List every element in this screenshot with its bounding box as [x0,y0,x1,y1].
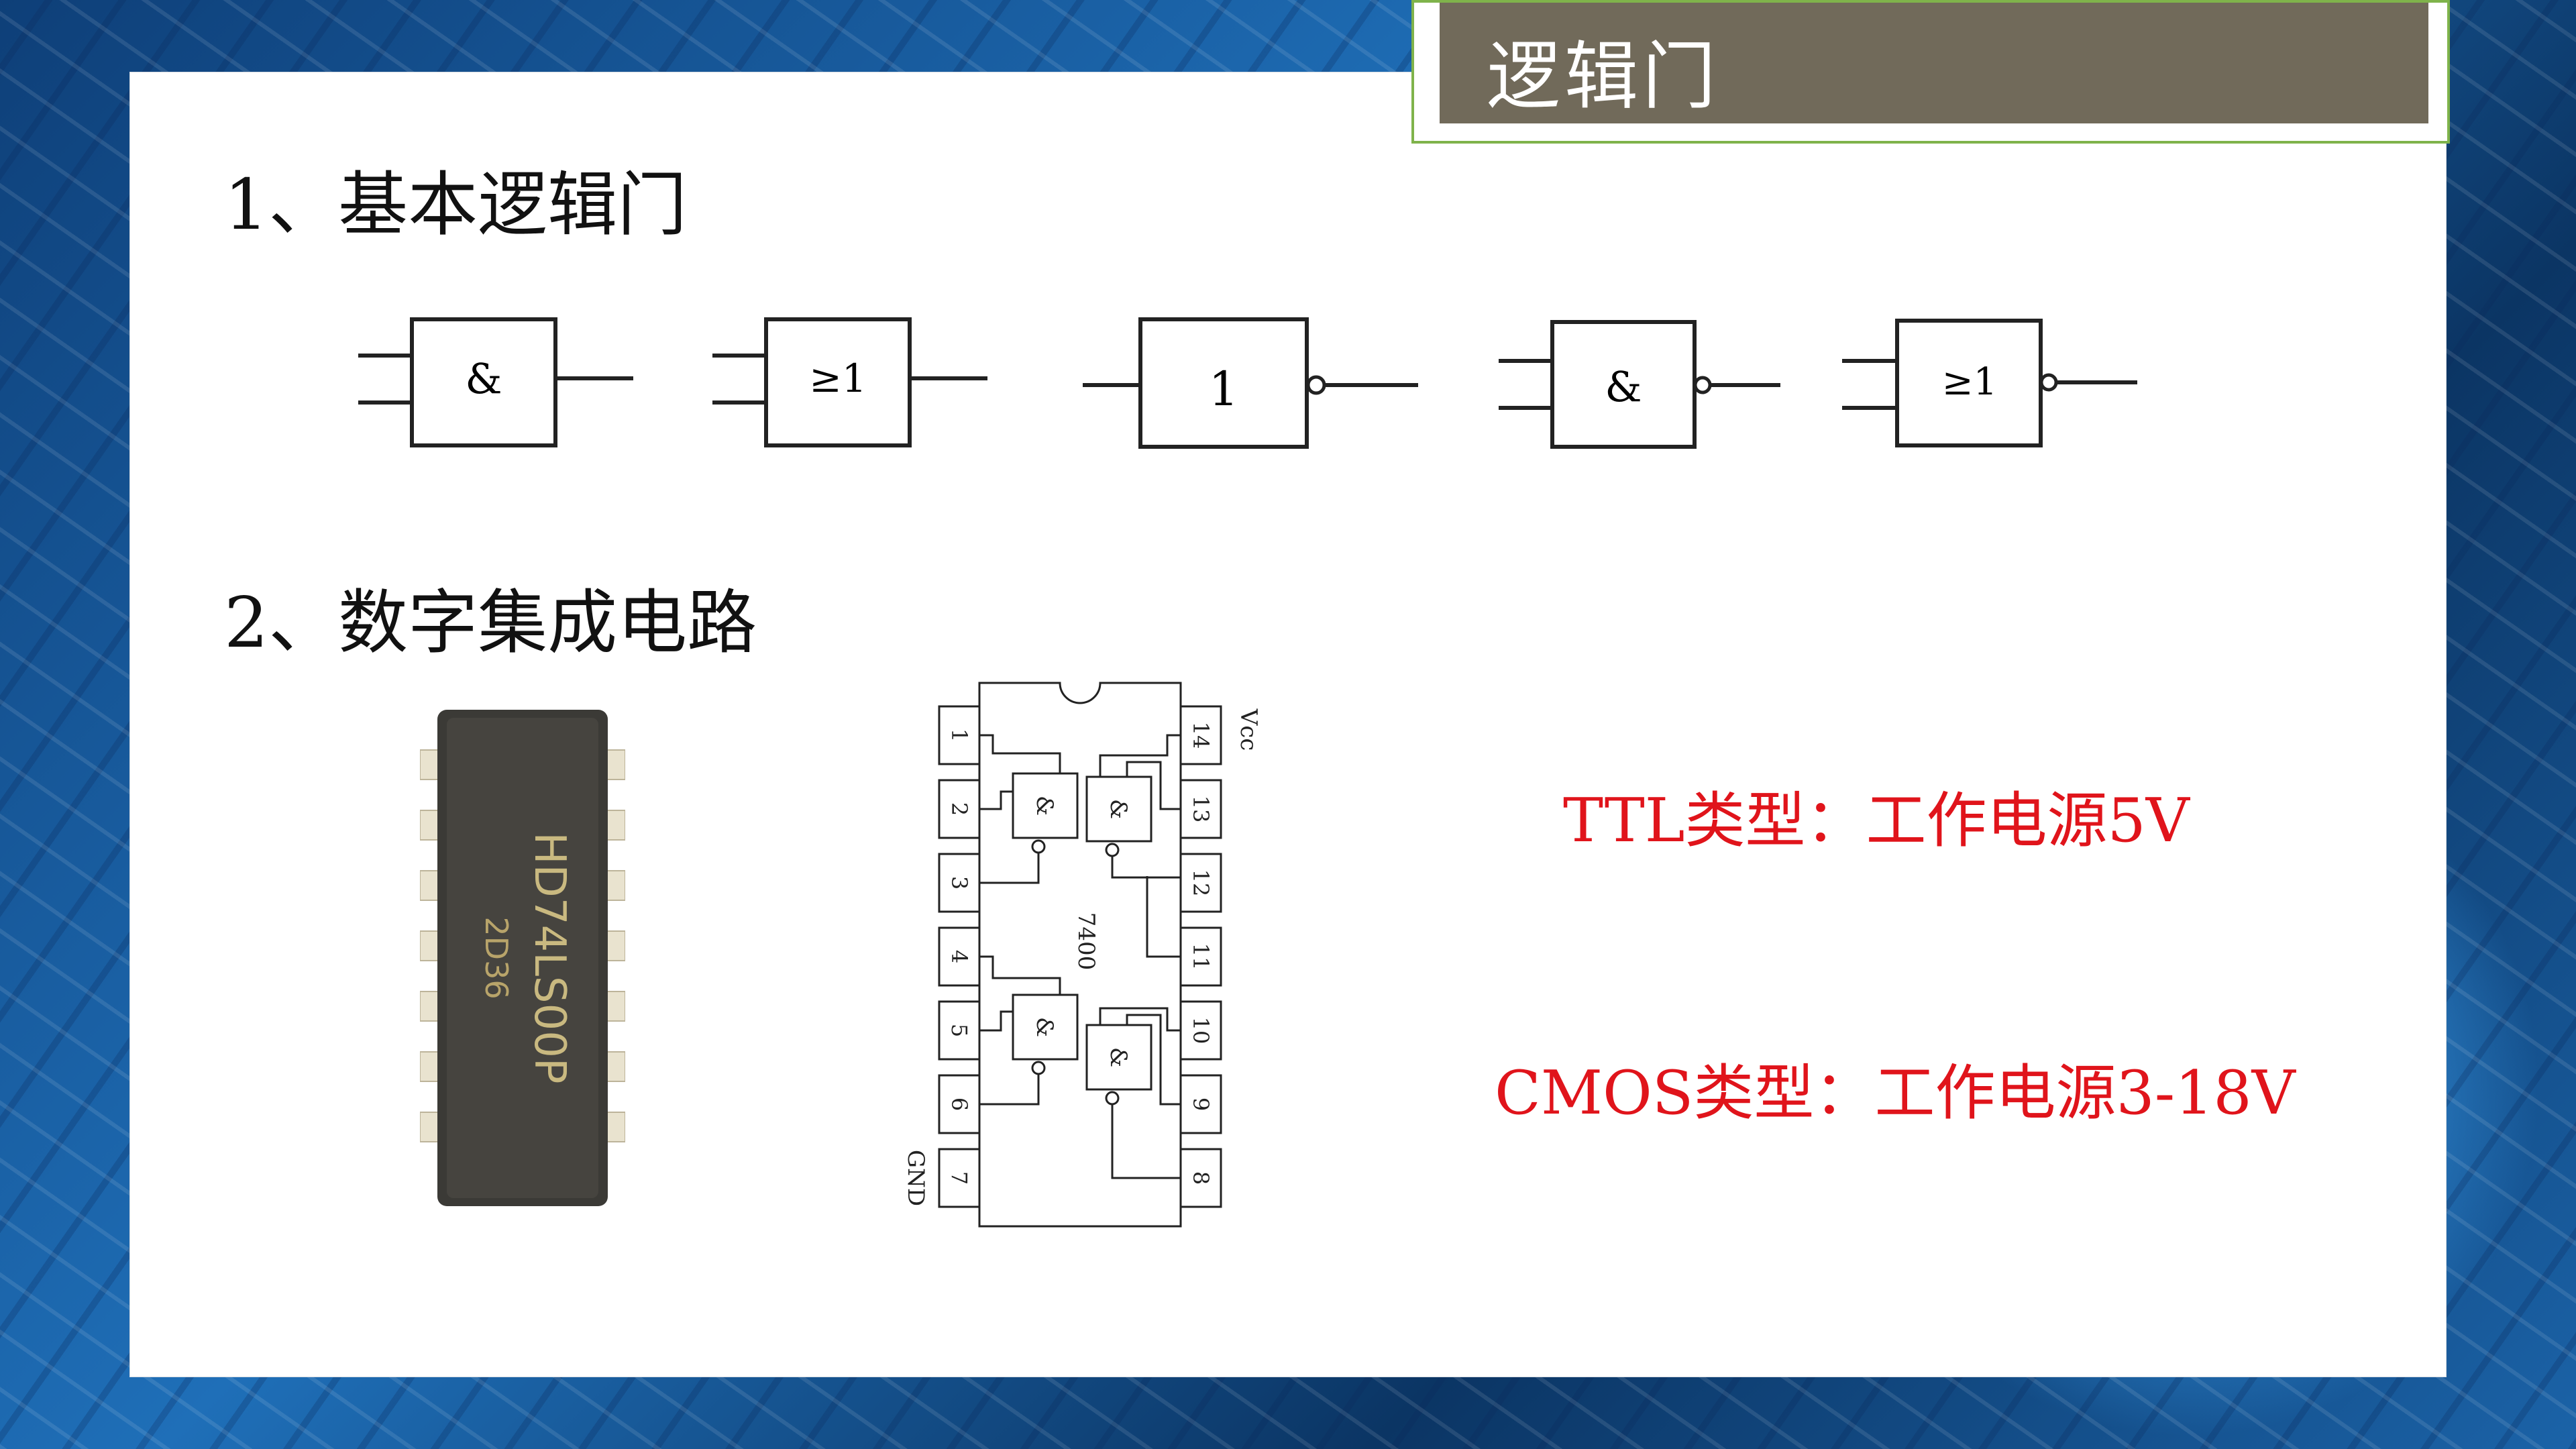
pin-label: 3 [947,876,972,890]
chip-marking-part-number: HD74LS00P [525,832,574,1083]
chip-photo: HD74LS00P 2D36 [419,710,626,1206]
pin-label: 1 [947,729,972,742]
gate-symbol: ≥1 [1942,360,1998,404]
pin-label: 6 [947,1097,972,1111]
section-heading-digital-ic: 2、数字集成电路 [224,582,757,663]
or-gate: ≥1 [712,307,994,458]
title-inner: 逻辑门 [1440,3,2428,123]
nand-gate: & [1499,307,1794,458]
content-panel: 逻辑门 1、基本逻辑门 & ≥1 1 [130,0,2450,1377]
pin-label: 2 [947,802,972,816]
pin-label: 14 [1188,722,1214,749]
pin-label: 4 [947,950,972,963]
gate-symbol: & [1105,1047,1132,1067]
gate-symbol: & [1105,799,1132,819]
ttl-spec-text: TTL类型：工作电源5V [1563,786,2190,856]
ic-7400-pinout-diagram: 1 2 3 4 5 6 7 14 13 12 11 10 9 8 & & & & [892,676,1281,1267]
pin-label: 10 [1188,1017,1214,1044]
cmos-spec-text: CMOS类型：工作电源3-18V [1495,1058,2296,1128]
gate-symbol: & [1031,796,1058,816]
title-bar: 逻辑门 [1411,0,2450,144]
pin-label: 12 [1188,869,1214,897]
gate-symbol: & [1031,1017,1058,1037]
and-gate: & [358,307,640,458]
section-heading-basic-gates: 1、基本逻辑门 [224,164,688,246]
gate-symbol: ≥1 [809,356,867,401]
nor-gate: ≥1 [1842,307,2151,458]
ic-name-label: 7400 [1073,912,1099,971]
pin-label: 13 [1188,796,1214,823]
chip-marking-date-code: 2D36 [478,916,515,999]
slide-title: 逻辑门 [1487,34,1720,119]
gate-symbol: & [465,354,502,403]
pin-label: 11 [1188,943,1214,971]
not-gate: 1 [1083,307,1432,458]
gate-symbol: & [1605,362,1642,411]
pin-label: 8 [1188,1171,1214,1185]
pin-label: 5 [947,1024,972,1037]
pin-label: 9 [1188,1097,1214,1111]
gate-symbol: 1 [1209,362,1239,417]
pin-label: 7 [947,1171,972,1185]
gnd-label: GND [902,1150,929,1206]
vcc-label: Vcc [1235,708,1262,751]
